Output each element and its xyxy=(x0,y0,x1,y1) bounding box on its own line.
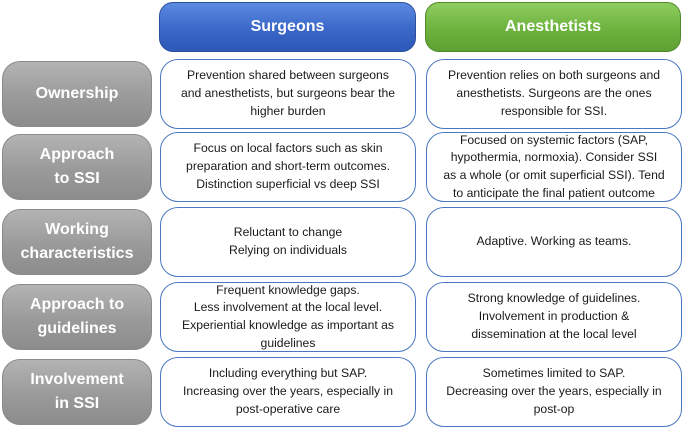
row-label-approach-to-ssi: Approach to SSI xyxy=(2,134,152,200)
surgeons-working-cell: Reluctant to change Relying on individua… xyxy=(160,207,416,277)
row-label-ownership: Ownership xyxy=(2,61,152,127)
row-label-working-characteristics: Working characteristics xyxy=(2,209,152,275)
anesthetists-involvement-cell: Sometimes limited to SAP. Decreasing ove… xyxy=(426,357,682,427)
surgeons-header: Surgeons xyxy=(159,2,416,52)
row-label-involvement-in-ssi: Involvement in SSI xyxy=(2,359,152,425)
surgeons-ownership-cell: Prevention shared between surgeons and a… xyxy=(160,59,416,129)
anesthetists-guidelines-cell: Strong knowledge of guidelines. Involvem… xyxy=(426,282,682,352)
anesthetists-approach-ssi-cell: Focused on systemic factors (SAP, hypoth… xyxy=(426,132,682,202)
surgeons-approach-ssi-cell: Focus on local factors such as skin prep… xyxy=(160,132,416,202)
row-label-approach-to-guidelines: Approach to guidelines xyxy=(2,284,152,350)
anesthetists-working-cell: Adaptive. Working as teams. xyxy=(426,207,682,277)
anesthetists-header: Anesthetists xyxy=(425,2,681,52)
anesthetists-ownership-cell: Prevention relies on both surgeons and a… xyxy=(426,59,682,129)
surgeons-involvement-cell: Including everything but SAP. Increasing… xyxy=(160,357,416,427)
surgeons-guidelines-cell: Frequent knowledge gaps. Less involvemen… xyxy=(160,282,416,352)
